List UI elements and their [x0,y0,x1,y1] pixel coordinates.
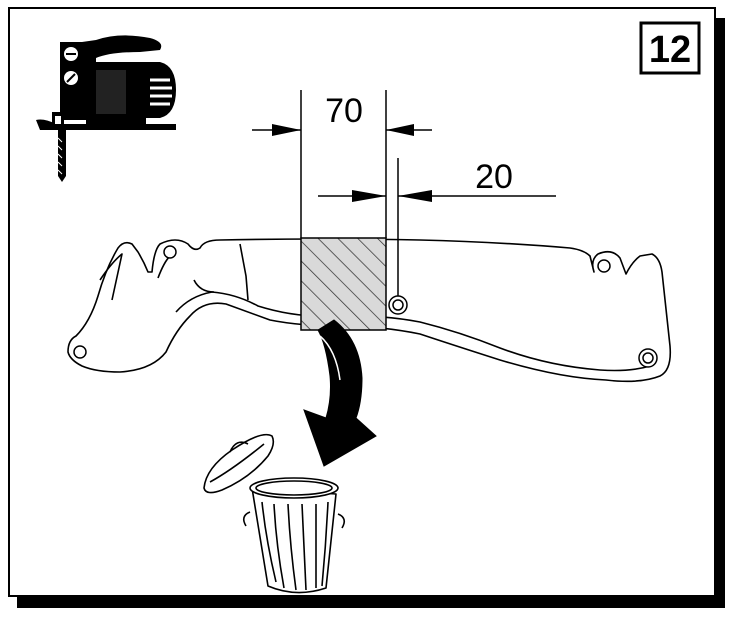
dimension-label-70: 70 [325,92,363,130]
step-number-box: 12 [639,21,701,75]
cut-area [300,237,387,331]
dimension-label-20: 20 [475,158,513,196]
part-outline [67,238,672,383]
mounting-holes [73,245,658,368]
trash-lid [203,433,275,494]
trash-can-icon [203,433,346,594]
dimension-arrowheads [272,124,432,202]
curved-arrow-icon [303,319,377,467]
jigsaw-icon [36,35,176,182]
step-number: 12 [649,29,691,71]
